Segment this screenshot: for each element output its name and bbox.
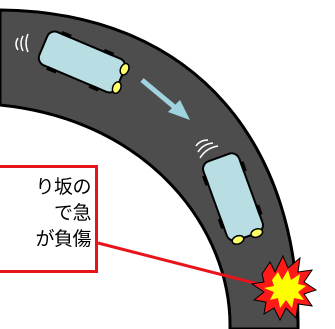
headlight-icon (111, 81, 122, 95)
motion-lines-icon (195, 139, 219, 159)
callout-line-2: で急 (53, 202, 92, 224)
motion-lines-icon (15, 33, 29, 53)
headlight-icon (231, 234, 245, 245)
callout-line-3: が負傷 (35, 228, 91, 250)
car-lower (202, 152, 264, 245)
callout-pointer (97, 241, 259, 286)
callout-line-1: り坂の (35, 176, 91, 198)
headlight-icon (119, 62, 130, 76)
crash-burst-inner (264, 270, 306, 308)
car-upper (37, 30, 130, 95)
direction-arrow-icon (140, 78, 190, 120)
accident-callout-box: り坂の で急 が負傷 (0, 165, 98, 273)
curved-road-band (0, 8, 300, 329)
headlight-icon (250, 228, 264, 239)
